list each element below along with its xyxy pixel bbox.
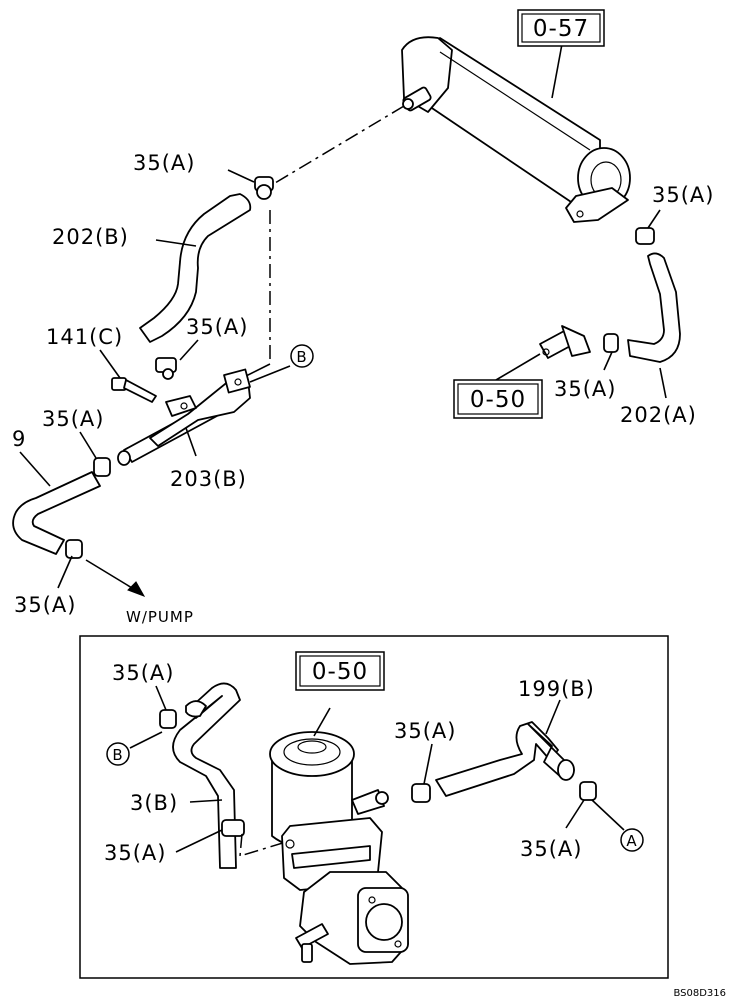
ref-050-a-text: 0-50 [470,387,526,413]
clamp-1-label: 35(A) [133,151,195,175]
ref-050-b-leader [313,707,331,737]
hose-202a [627,252,681,363]
clamp-7-leader [155,685,167,711]
hose-3b [172,682,241,869]
hose-199b [435,721,559,797]
clamp-9-leader [423,743,433,785]
conn-a-text: A [626,832,637,850]
connector-b-2: B [106,742,130,766]
hose-3b-leader [189,799,223,803]
ref-050-b-text: 0-50 [312,659,368,685]
conn-b-2-leader [129,731,163,749]
clamp-2-leader [179,339,199,361]
clamp-5-leader [647,209,661,229]
clamp-8-leader [175,829,223,853]
hose-202b-label: 202(B) [52,225,129,249]
egr-cooler [401,36,631,223]
figure-code: BS08D316 [673,988,726,999]
inset-frame [79,635,669,979]
wpump-arrowhead [127,581,146,597]
clamp-3-leader [79,431,97,459]
clamp-10-label: 35(A) [520,837,582,861]
clamp-3 [93,457,111,477]
hose-202b [139,193,252,343]
clamp-1 [254,176,274,200]
hose-202a-leader [659,367,667,399]
hose-9-leader [19,451,51,487]
ref-box-050-a: 0-50 [453,379,543,419]
wpump-label: W/PUMP [126,608,194,626]
clamp-7-label: 35(A) [112,661,174,685]
clamp-6-leader [603,351,613,371]
hose-202b-leader [155,239,197,247]
fitting-050 [539,325,591,359]
clamp-7 [159,709,177,729]
route-line-1 [269,105,405,187]
ref-057-leader [551,43,563,99]
clamp-1-leader [227,169,255,183]
clamp-6-label: 35(A) [554,377,616,401]
clamp-5 [635,227,655,245]
clamp-10 [579,781,597,801]
ref-057-text: 0-57 [533,16,589,42]
route-line-4 [239,833,287,858]
clamp-3-label: 35(A) [42,407,104,431]
clamp-6 [603,333,619,353]
pipe-203b [117,368,251,466]
clamp-2 [155,357,177,380]
conn-b-1-leader [249,365,291,383]
clamp-9-label: 35(A) [394,719,456,743]
conn-b-1-text: B [296,348,307,366]
clamp-10-leader [565,799,585,829]
clamp-5-label: 35(A) [652,183,714,207]
ref-box-057: 0-57 [517,9,605,47]
bolt-141c-label: 141(C) [46,325,123,349]
clamp-4-leader [57,555,73,589]
bolt-141c-leader [99,349,121,379]
hose-3b-end [185,700,207,718]
clamp-9 [411,783,431,803]
hose-199b-label: 199(B) [518,677,595,701]
clamp-2-label: 35(A) [186,315,248,339]
hose-199b-end [557,759,575,781]
conn-b-2-text: B [112,746,123,764]
hose-202a-label: 202(A) [620,403,697,427]
ref-box-050-b: 0-50 [295,651,385,691]
connector-a: A [620,828,644,852]
connector-b-1: B [290,344,314,368]
ref-050-a-leader [495,353,541,381]
conn-a-leader [591,799,625,831]
clamp-8 [221,819,245,837]
clamp-4-label: 35(A) [14,593,76,617]
bolt-141c [111,377,157,403]
hose-9 [12,471,101,555]
hose-3b-label: 3(B) [130,791,178,815]
pipe-203b-leader [185,427,197,457]
pipe-203b-label: 203(B) [170,467,247,491]
water-pump [269,731,409,965]
hose-9-label: 9 [12,427,26,451]
hose-199b-leader [545,699,561,735]
clamp-4 [65,539,83,559]
clamp-8-label: 35(A) [104,841,166,865]
